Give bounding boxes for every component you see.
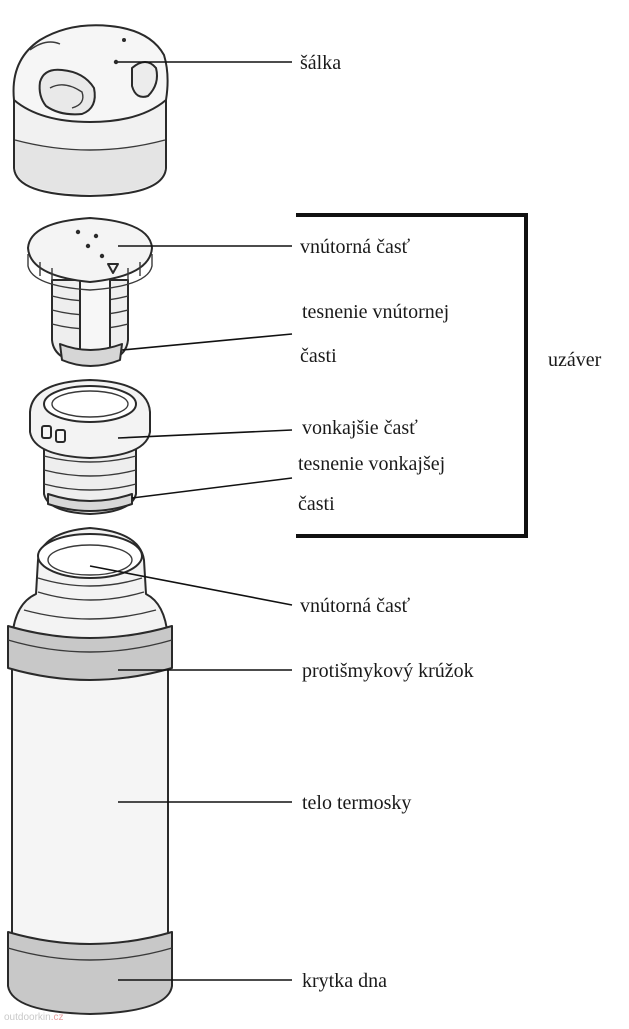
watermark: outdoorkin.cz: [4, 1012, 63, 1023]
leader-tesnenie-vnutornej: [121, 333, 293, 351]
label-tesnenie-vnutornej-line2: časti: [300, 345, 337, 367]
cup-part: [12, 24, 169, 197]
watermark-main: outdoorkin: [4, 1012, 51, 1023]
label-protismykovy-kruzok: protišmykový krúžok: [302, 660, 474, 682]
label-salka: šálka: [300, 52, 341, 74]
label-tesnenie-vnutornej-line1: tesnenie vnútornej: [302, 301, 449, 323]
label-tesnenie-vonkajsej-line2: časti: [298, 493, 335, 515]
thermos-body: [7, 527, 173, 1015]
uzaver-bracket: [296, 213, 528, 538]
leader-vnutorna-body: [89, 565, 293, 606]
label-telo-termosky: telo termosky: [302, 792, 411, 814]
label-vnutorna-cast-cap: vnútorná časť: [300, 236, 411, 258]
watermark-accent: .cz: [51, 1012, 64, 1023]
label-krytka-dna: krytka dna: [302, 970, 387, 992]
inner-cap-part: [27, 217, 153, 367]
label-tesnenie-vonkajsej-line1: tesnenie vonkajšej: [298, 453, 445, 475]
label-vnutorna-cast-body: vnútorná časť: [300, 595, 411, 617]
leader-tesnenie-vonkajsej: [131, 477, 293, 499]
label-uzaver: uzáver: [548, 349, 602, 371]
leader-vonkajsie: [117, 429, 293, 439]
outer-cap-part: [29, 379, 151, 515]
label-vonkajsie-cast: vonkajšie časť: [302, 417, 418, 439]
